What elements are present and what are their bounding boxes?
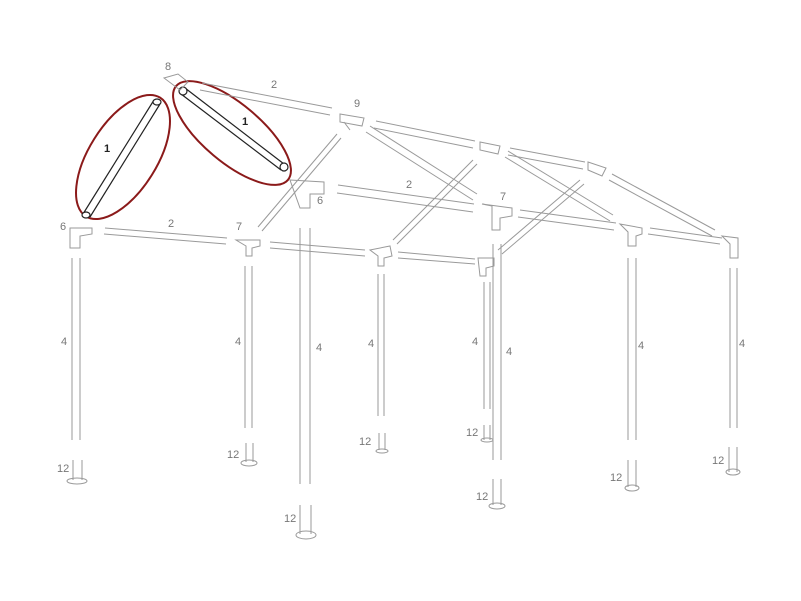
label-part-1-right: 1 [242,116,249,128]
label-part-12: 12 [610,472,623,484]
rafter-part-1-left [81,98,162,219]
highlight-ellipse-right [172,80,292,186]
label-part-12: 12 [476,491,489,503]
label-part-12: 12 [359,436,372,448]
label-part-1-left: 1 [104,143,111,155]
label-part-2: 2 [168,218,175,230]
label-part-4: 4 [739,338,746,350]
label-part-4: 4 [235,336,242,348]
label-part-6: 6 [60,221,67,233]
label-part-4: 4 [472,336,479,348]
highlight-ellipse-left [75,93,171,221]
label-part-4: 4 [61,336,68,348]
label-part-12: 12 [57,463,70,475]
label-part-7: 7 [500,191,507,203]
label-part-4: 4 [638,340,645,352]
label-part-12: 12 [284,513,297,525]
frame-pipes [66,73,741,540]
label-part-2: 2 [406,179,413,191]
label-part-4: 4 [316,342,323,354]
label-part-7: 7 [236,221,243,233]
label-part-2: 2 [271,79,278,91]
label-part-4: 4 [506,346,513,358]
label-part-8: 8 [165,61,172,73]
label-part-9: 9 [354,98,361,110]
label-part-12: 12 [466,427,479,439]
label-part-12: 12 [227,449,240,461]
label-part-12: 12 [712,455,725,467]
rafter-part-1-right [178,86,289,172]
label-part-4: 4 [368,338,375,350]
label-part-6: 6 [317,195,324,207]
